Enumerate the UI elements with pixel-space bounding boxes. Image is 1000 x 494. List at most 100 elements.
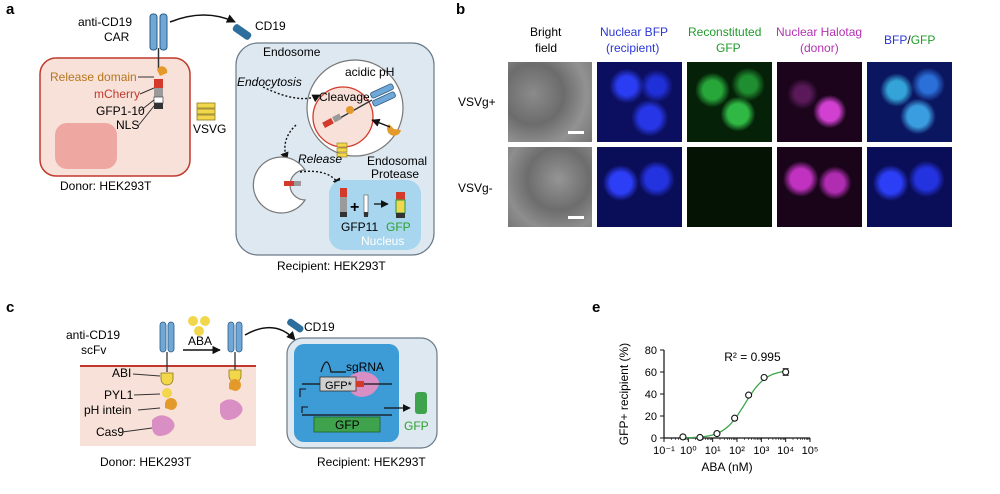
acidic-ph-label: acidic pH (345, 65, 394, 79)
scale-bar-2 (568, 216, 584, 219)
endocytosis-label: Endocytosis (237, 75, 302, 89)
col-bfp-2: (recipient) (606, 41, 659, 55)
x-tick-label: 10⁴ (777, 445, 794, 457)
x-axis-label: ABA (nM) (701, 460, 752, 474)
aba-molecule-3 (194, 326, 204, 336)
gfp-protein-c (415, 392, 427, 414)
panel-letter-a: a (6, 1, 15, 18)
recipient-label-c: Recipient: HEK293T (317, 455, 426, 469)
car-label-2: CAR (104, 30, 130, 44)
panel-letter-e: e (592, 299, 600, 316)
vsvg-label: VSVG (193, 122, 226, 136)
scfv-label-1: anti-CD19 (66, 328, 120, 342)
car-label-1: anti-CD19 (78, 15, 132, 29)
recipient-label-a: Recipient: HEK293T (277, 259, 386, 273)
panel-letter-b: b (456, 1, 465, 18)
cd19-label-c: CD19 (304, 320, 335, 334)
protease-icon (387, 124, 401, 136)
col-bfp-1: Nuclear BFP (600, 25, 668, 39)
aba-molecule-1 (188, 316, 198, 326)
gfp-box (313, 416, 381, 433)
mic-bfp-vsvg-pos (597, 62, 682, 142)
col-gfp-2: GFP (716, 41, 741, 55)
cd19-label-a: CD19 (255, 19, 286, 33)
donor-label-c: Donor: HEK293T (100, 455, 192, 469)
mic-halo-vsvg-pos (777, 62, 862, 142)
gfp1-10-label: GFP1-10 (96, 104, 145, 118)
row-vsvg-pos: VSVg+ (458, 95, 496, 109)
col-halo-1: Nuclear Halotag (776, 25, 862, 39)
receptor-endosome (322, 83, 396, 128)
cd19-icon-c (287, 318, 304, 333)
col-bf-2: field (535, 41, 557, 55)
x-tick-label: 10² (729, 445, 745, 457)
fit-curve (681, 370, 788, 439)
x-tick-label: 10⁻¹ (653, 445, 675, 457)
data-point (782, 368, 790, 376)
y-axis-label: GFP+ recipient (%) (617, 343, 631, 445)
col-bf-1: Bright (530, 25, 562, 39)
sgrna-icon (320, 361, 346, 373)
data-point (679, 433, 687, 441)
sgrna-label: sgRNA (346, 360, 384, 374)
y-tick-label: 80 (645, 345, 657, 357)
mic-gfp-vsvg-pos (687, 62, 772, 142)
y-tick-label: 60 (645, 367, 657, 379)
data-point (745, 391, 753, 399)
aba-label: ABA (188, 334, 212, 348)
col-halo-2: (donor) (800, 41, 839, 55)
receptor-c2 (220, 321, 243, 420)
endosomal-label-2: Protease (371, 167, 419, 181)
receptor-c1 (152, 321, 177, 436)
released-fragment (284, 181, 301, 186)
donor-label-a: Donor: HEK293T (60, 179, 152, 193)
release-domain-label: Release domain (50, 70, 137, 84)
mic-merge-vsvg-pos (867, 62, 952, 142)
mic-bf-vsvg-pos (508, 62, 592, 142)
mic-merge-vsvg-neg (867, 147, 952, 227)
col-gfp-1: Reconstituted (688, 25, 761, 39)
vsvg-icon-a (196, 102, 216, 121)
release-label: Release (298, 152, 342, 166)
plus-sign: + (350, 199, 359, 216)
mic-bfp-vsvg-neg (597, 147, 682, 227)
mic-bf-vsvg-neg (508, 147, 592, 227)
row-vsvg-neg: VSVg- (458, 181, 493, 195)
gfp-label-a: GFP (386, 220, 411, 234)
x-tick-label: 10¹ (705, 445, 721, 457)
data-point (731, 414, 739, 422)
x-tick-label: 10³ (753, 445, 769, 457)
abi-label: ABI (112, 366, 131, 380)
pyl1-label: PYL1 (104, 388, 134, 402)
scale-bar-1 (568, 131, 584, 134)
y-tick-label: 20 (645, 411, 657, 423)
gfp-star-label: GFP* (325, 380, 353, 392)
scfv-label-2: scFv (81, 343, 106, 357)
endosome-label: Endosome (263, 45, 321, 59)
donor-nucleus-a (55, 123, 117, 169)
gfp11-label: GFP11 (341, 220, 378, 234)
col-merge: BFP/GFP (884, 33, 935, 47)
nucleus-label: Nucleus (361, 234, 404, 248)
data-point (713, 430, 721, 438)
mic-gfp-vsvg-neg (687, 147, 772, 227)
aba-molecule-2 (200, 316, 210, 326)
endosomal-label-1: Endosomal (367, 154, 427, 168)
data-point (760, 373, 768, 382)
x-tick-label: 10⁰ (680, 445, 697, 457)
r-squared-annotation: R² = 0.995 (724, 350, 781, 364)
y-tick-label: 0 (651, 433, 657, 445)
gfp-box-label: GFP (335, 418, 360, 432)
data-point (696, 433, 704, 442)
car-receptor (149, 13, 168, 109)
nls-label: NLS (116, 118, 139, 132)
y-tick-label: 40 (645, 389, 657, 401)
cas9-label: Cas9 (96, 425, 124, 439)
x-tick-label: 10⁵ (802, 445, 819, 457)
cleavage-label: Cleavage (319, 90, 370, 104)
panel-letter-c: c (6, 299, 14, 316)
cd19-icon-a (232, 24, 252, 40)
